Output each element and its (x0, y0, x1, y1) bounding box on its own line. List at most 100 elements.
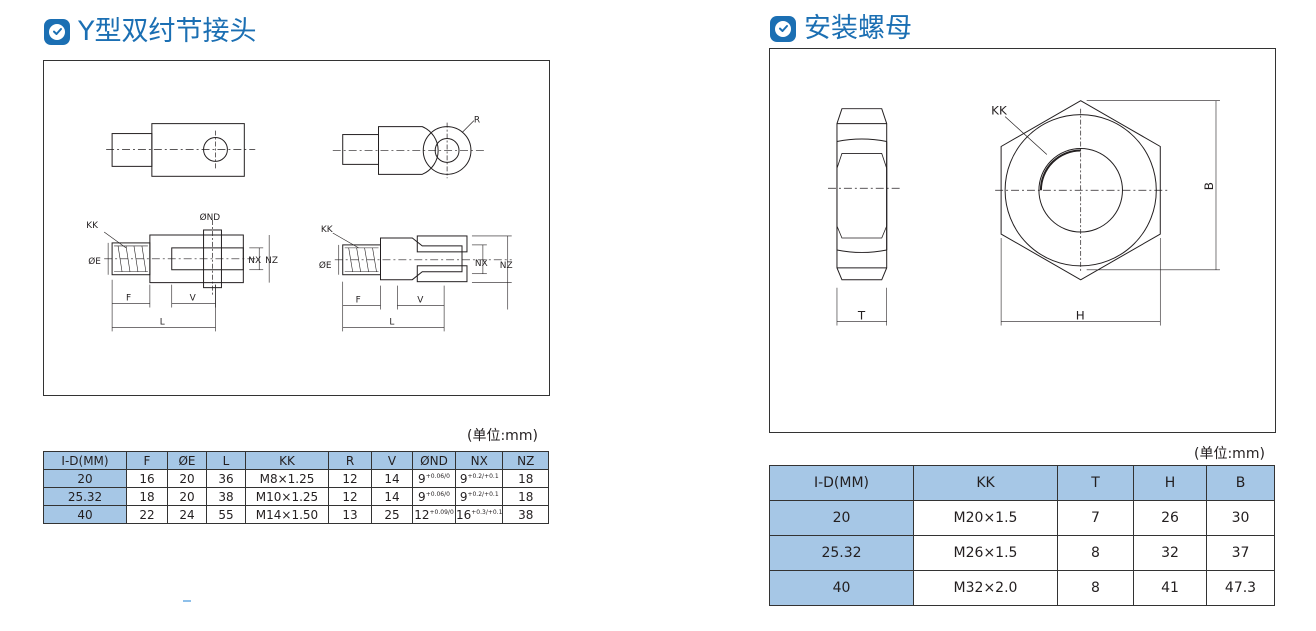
nut-drawing-svg: KK T H B (828, 100, 1220, 326)
cell-nz: 18 (502, 487, 549, 506)
nx-value: 9 (459, 471, 468, 486)
nd-value: 9 (418, 471, 426, 486)
label-b: B (1202, 182, 1216, 190)
cell-id: 40 (769, 570, 914, 606)
col-header: T (1057, 465, 1134, 501)
cell-v: 14 (371, 487, 413, 506)
cell-kk: M26×1.5 (913, 535, 1058, 571)
label-nz-1: NZ (265, 256, 278, 266)
nx-tol-dn: +0.1 (484, 490, 499, 498)
nd-tol-dn: 0 (446, 472, 450, 480)
cell-b: 30 (1206, 500, 1275, 536)
nd-value: 12 (414, 507, 430, 522)
cell-kk: M10×1.25 (245, 487, 329, 506)
check-icon (44, 18, 70, 45)
nd-tol-up: +0.06 (425, 472, 445, 480)
nx-value: 9 (459, 489, 468, 504)
col-header: B (1206, 465, 1275, 501)
col-header: I-D(MM) (769, 465, 914, 501)
table-row: 25.32 18 20 38 M10×1.25 12 14 9+0.06/0 9… (43, 487, 549, 506)
label-f-1: F (126, 294, 131, 304)
col-header: KK (913, 465, 1058, 501)
label-kk-2: KK (321, 225, 334, 235)
cell-nz: 38 (502, 505, 549, 524)
right-title-text: 安装螺母 (804, 13, 912, 44)
right-section-title: 安装螺母 (770, 15, 912, 42)
cell-e: 20 (167, 487, 207, 506)
cell-kk: M20×1.5 (913, 500, 1058, 536)
nx-tol-up: +0.3 (471, 508, 486, 516)
cell-kk: M32×2.0 (913, 570, 1058, 606)
cell-t: 7 (1057, 500, 1134, 536)
cell-nx: 9+0.2/+0.1 (454, 469, 504, 488)
nd-tol-up: +0.06 (425, 490, 445, 498)
table-row: 20 16 20 36 M8×1.25 12 14 9+0.06/0 9+0.2… (43, 469, 549, 488)
label-v-2: V (417, 296, 424, 306)
label-nx-1: NX (248, 256, 261, 266)
col-header: H (1133, 465, 1207, 501)
check-icon (770, 15, 796, 42)
cell-b: 47.3 (1206, 570, 1275, 606)
col-header: NX (454, 451, 504, 470)
nx-tol-up: +0.2 (467, 472, 483, 480)
cell-f: 16 (126, 469, 168, 488)
cell-id: 20 (43, 469, 127, 488)
nut-spec-table: I-D(MM) KK T H B 20 M20×1.5 7 26 30 25.3… (769, 465, 1275, 606)
label-nz-2: NZ (500, 261, 513, 271)
col-header: V (371, 451, 413, 470)
y-joint-drawing-svg: R KK ØND ØE NX NZ F V L KK ØE NX NZ F V … (86, 116, 513, 332)
nx-tol-dn: +0.1 (487, 508, 503, 516)
left-unit-label: (单位:mm) (467, 428, 538, 444)
cell-nx: 16+0.3/+0.1 (454, 505, 504, 524)
col-header: NZ (502, 451, 549, 470)
label-nx-2: NX (475, 259, 488, 269)
cell-h: 26 (1133, 500, 1207, 536)
label-r: R (474, 116, 480, 126)
cell-e: 24 (167, 505, 207, 524)
cell-l: 36 (206, 469, 246, 488)
cell-h: 41 (1133, 570, 1207, 606)
table-row: 40 M32×2.0 8 41 47.3 (769, 570, 1275, 606)
cell-r: 12 (328, 487, 372, 506)
cell-t: 8 (1057, 570, 1134, 606)
cell-e: 20 (167, 469, 207, 488)
label-l-2: L (389, 317, 394, 327)
cell-kk: M14×1.50 (245, 505, 329, 524)
col-header: I-D(MM) (43, 451, 127, 470)
nd-tol-dn: 0 (449, 508, 454, 516)
cell-t: 8 (1057, 535, 1134, 571)
cell-id: 25.32 (769, 535, 914, 571)
table-header-row: I-D(MM) F ØE L KK R V ØND NX NZ (43, 451, 549, 470)
cell-id: 25.32 (43, 487, 127, 506)
cell-v: 14 (371, 469, 413, 488)
label-e-2: ØE (319, 260, 332, 271)
decorative-mark (183, 600, 191, 602)
label-kk-nut: KK (991, 104, 1008, 118)
label-f-2: F (356, 296, 361, 306)
cell-id: 40 (43, 505, 127, 524)
cell-f: 18 (126, 487, 168, 506)
cell-r: 13 (328, 505, 372, 524)
nx-value: 16 (456, 507, 472, 522)
label-h: H (1076, 309, 1085, 323)
nd-tol-dn: 0 (446, 490, 450, 498)
nx-tol-up: +0.2 (467, 490, 483, 498)
cell-nd: 9+0.06/0 (412, 469, 456, 488)
cell-nz: 18 (502, 469, 549, 488)
cell-kk: M8×1.25 (245, 469, 329, 488)
col-header: KK (245, 451, 329, 470)
y-joint-drawing: R KK ØND ØE NX NZ F V L KK ØE NX NZ F V … (43, 60, 550, 396)
table-row: 25.32 M26×1.5 8 32 37 (769, 535, 1275, 571)
label-e-1: ØE (88, 256, 101, 267)
col-header: R (328, 451, 372, 470)
cell-v: 25 (371, 505, 413, 524)
right-unit-label: (单位:mm) (1194, 446, 1265, 462)
table-row: 40 22 24 55 M14×1.50 13 25 12+0.09/0 16+… (43, 505, 549, 524)
label-v-1: V (190, 294, 197, 304)
nut-drawing: KK T H B (769, 48, 1276, 433)
cell-l: 38 (206, 487, 246, 506)
col-header: ØE (167, 451, 207, 470)
cell-l: 55 (206, 505, 246, 524)
cell-nd: 12+0.09/0 (412, 505, 456, 524)
label-t: T (857, 309, 866, 323)
